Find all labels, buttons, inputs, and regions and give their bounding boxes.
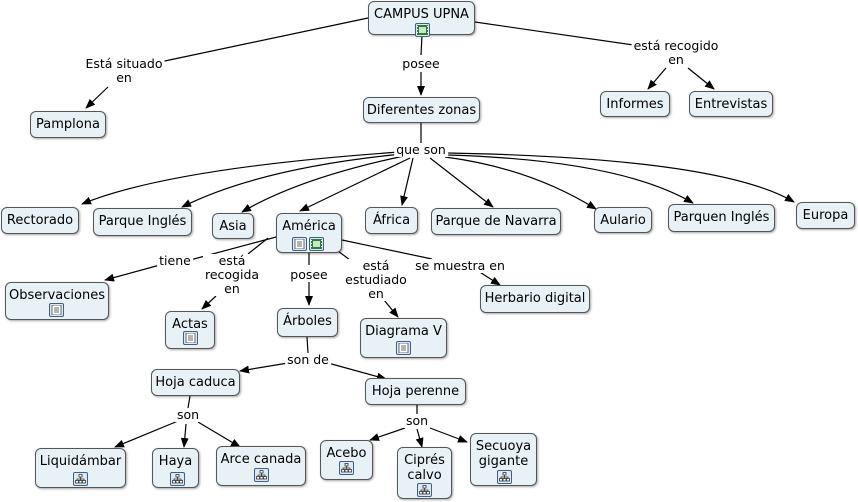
video-resource-icon[interactable] bbox=[309, 237, 324, 251]
concept-africa[interactable]: África bbox=[365, 207, 418, 234]
concept-herbario-digital[interactable]: Herbario digital bbox=[480, 285, 590, 313]
document-resource-icon[interactable] bbox=[396, 341, 411, 355]
link-label-esta-situado: Está situado en bbox=[83, 56, 165, 85]
concept-entrevistas[interactable]: Entrevistas bbox=[689, 91, 773, 117]
link-label-esta-recogido: está recogido en bbox=[631, 38, 721, 67]
concept-hoja-perenne[interactable]: Hoja perenne bbox=[365, 378, 466, 405]
link-label-son-perenne: son bbox=[403, 413, 431, 428]
concept-parquen-ingles[interactable]: Parquen Inglés bbox=[668, 204, 775, 232]
document-resource-icon[interactable] bbox=[292, 237, 307, 251]
concept-aulario[interactable]: Aulario bbox=[594, 207, 652, 233]
concept-map-icon[interactable] bbox=[170, 472, 185, 486]
concept-parque-ingles[interactable]: Parque Inglés bbox=[93, 208, 192, 236]
link-label-tiene: tiene bbox=[157, 253, 193, 268]
concept-parque-de-navarra[interactable]: Parque de Navarra bbox=[431, 208, 561, 235]
concept-secuoya-gigante[interactable]: Secuoya gigante bbox=[470, 433, 537, 486]
concept-map-icon[interactable] bbox=[417, 483, 432, 497]
concept-asia[interactable]: Asia bbox=[212, 213, 254, 239]
link-label-que-son: que son bbox=[394, 142, 448, 157]
concept-map-icon[interactable] bbox=[73, 472, 88, 486]
link-label-se-muestra: se muestra en bbox=[413, 258, 507, 273]
link-label-esta-estudiado: está estudiado en bbox=[343, 258, 409, 301]
document-resource-icon[interactable] bbox=[183, 331, 198, 345]
link-label-posee: posee bbox=[400, 56, 442, 71]
concept-arboles[interactable]: Árboles bbox=[277, 308, 338, 337]
concept-map-icon[interactable] bbox=[339, 461, 354, 475]
concept-map-icon[interactable] bbox=[497, 470, 512, 484]
concept-informes[interactable]: Informes bbox=[600, 91, 670, 117]
concept-rectorado[interactable]: Rectorado bbox=[1, 207, 79, 234]
link-label-son-de: son de bbox=[285, 352, 331, 367]
concept-europa[interactable]: Europa bbox=[796, 202, 855, 229]
concept-diferentes-zonas[interactable]: Diferentes zonas bbox=[363, 97, 480, 123]
concept-pamplona[interactable]: Pamplona bbox=[30, 111, 106, 138]
link-label-esta-recogida: está recogida en bbox=[202, 253, 262, 296]
concept-acebo[interactable]: Acebo bbox=[320, 440, 373, 480]
video-resource-icon[interactable] bbox=[415, 23, 430, 37]
link-label-son-caduca: son bbox=[174, 407, 202, 422]
concept-hoja-caduca[interactable]: Hoja caduca bbox=[151, 369, 240, 396]
document-resource-icon[interactable] bbox=[49, 303, 64, 317]
concept-map-icon[interactable] bbox=[254, 468, 269, 482]
link-label-posee-arboles: posee bbox=[288, 267, 330, 282]
